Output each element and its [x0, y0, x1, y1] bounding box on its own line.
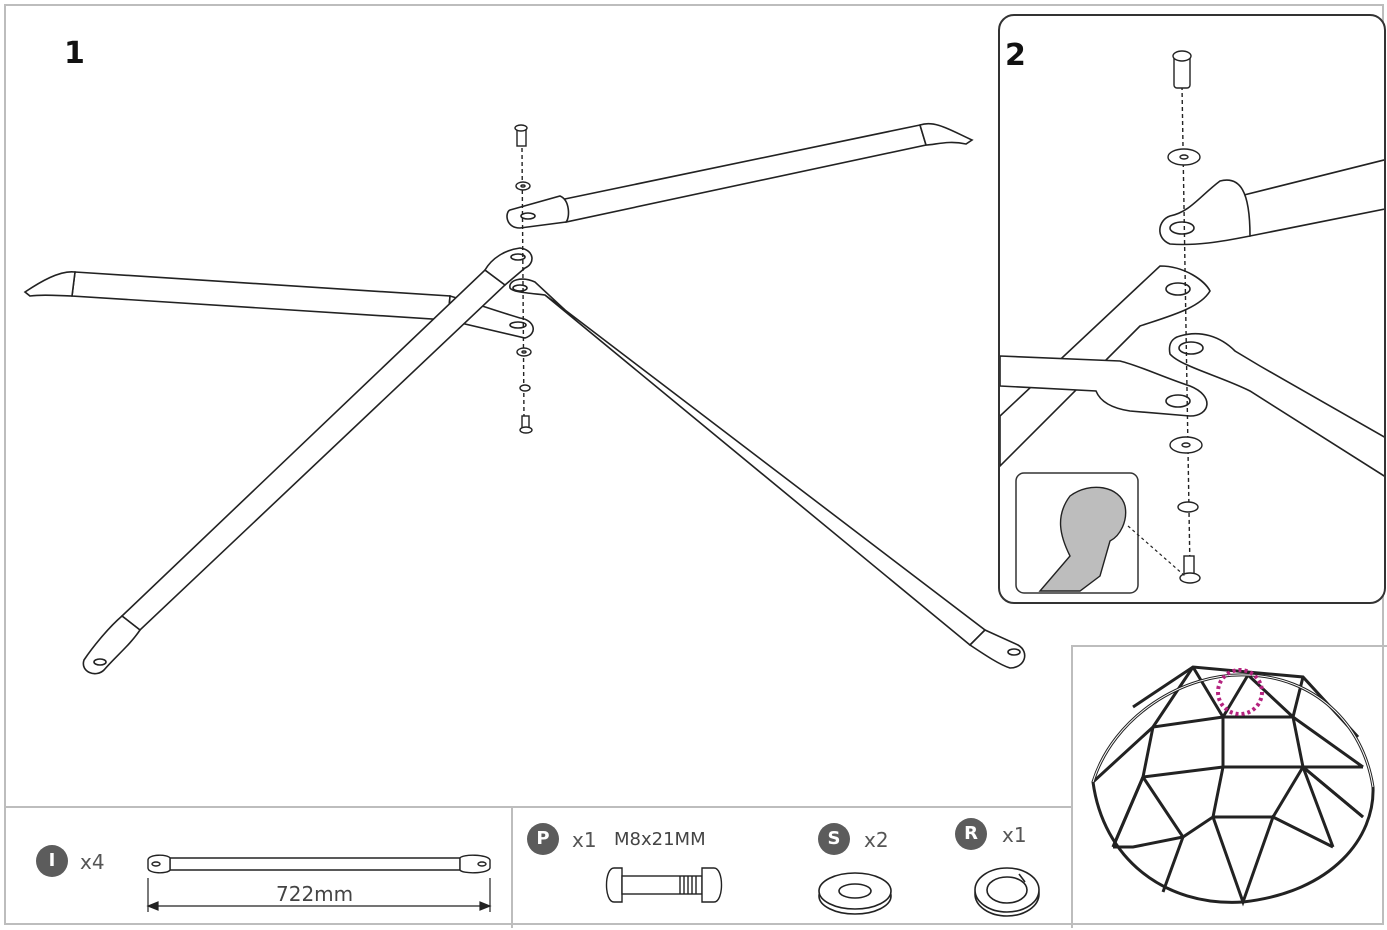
dome-overview — [1071, 645, 1387, 928]
part-s-washer-icon — [818, 872, 892, 915]
parts-divider — [511, 806, 513, 928]
part-qty-s: x2 — [864, 828, 889, 852]
part-length-i: 722mm — [276, 882, 354, 906]
step-1-number: 1 — [64, 36, 85, 71]
part-badge-s: S — [818, 823, 850, 855]
part-qty-i: x4 — [80, 850, 105, 874]
dome-diagram — [1091, 665, 1375, 907]
step-2-number: 2 — [1005, 38, 1026, 73]
part-spec-p: M8x21MM — [614, 829, 706, 850]
part-badge-p: P — [527, 823, 559, 855]
step-2-detail-diagram — [1000, 50, 1384, 594]
part-qty-p: x1 — [572, 828, 597, 852]
part-badge-i: I — [36, 845, 68, 877]
part-r-spring-washer-icon — [974, 867, 1040, 917]
step-2-panel: 2 — [998, 14, 1386, 604]
part-i-tube-icon — [146, 854, 492, 912]
part-p-bolt-icon — [605, 867, 723, 903]
parts-list-bar — [4, 806, 1071, 930]
part-badge-r: R — [955, 818, 987, 850]
part-qty-r: x1 — [1002, 823, 1027, 847]
